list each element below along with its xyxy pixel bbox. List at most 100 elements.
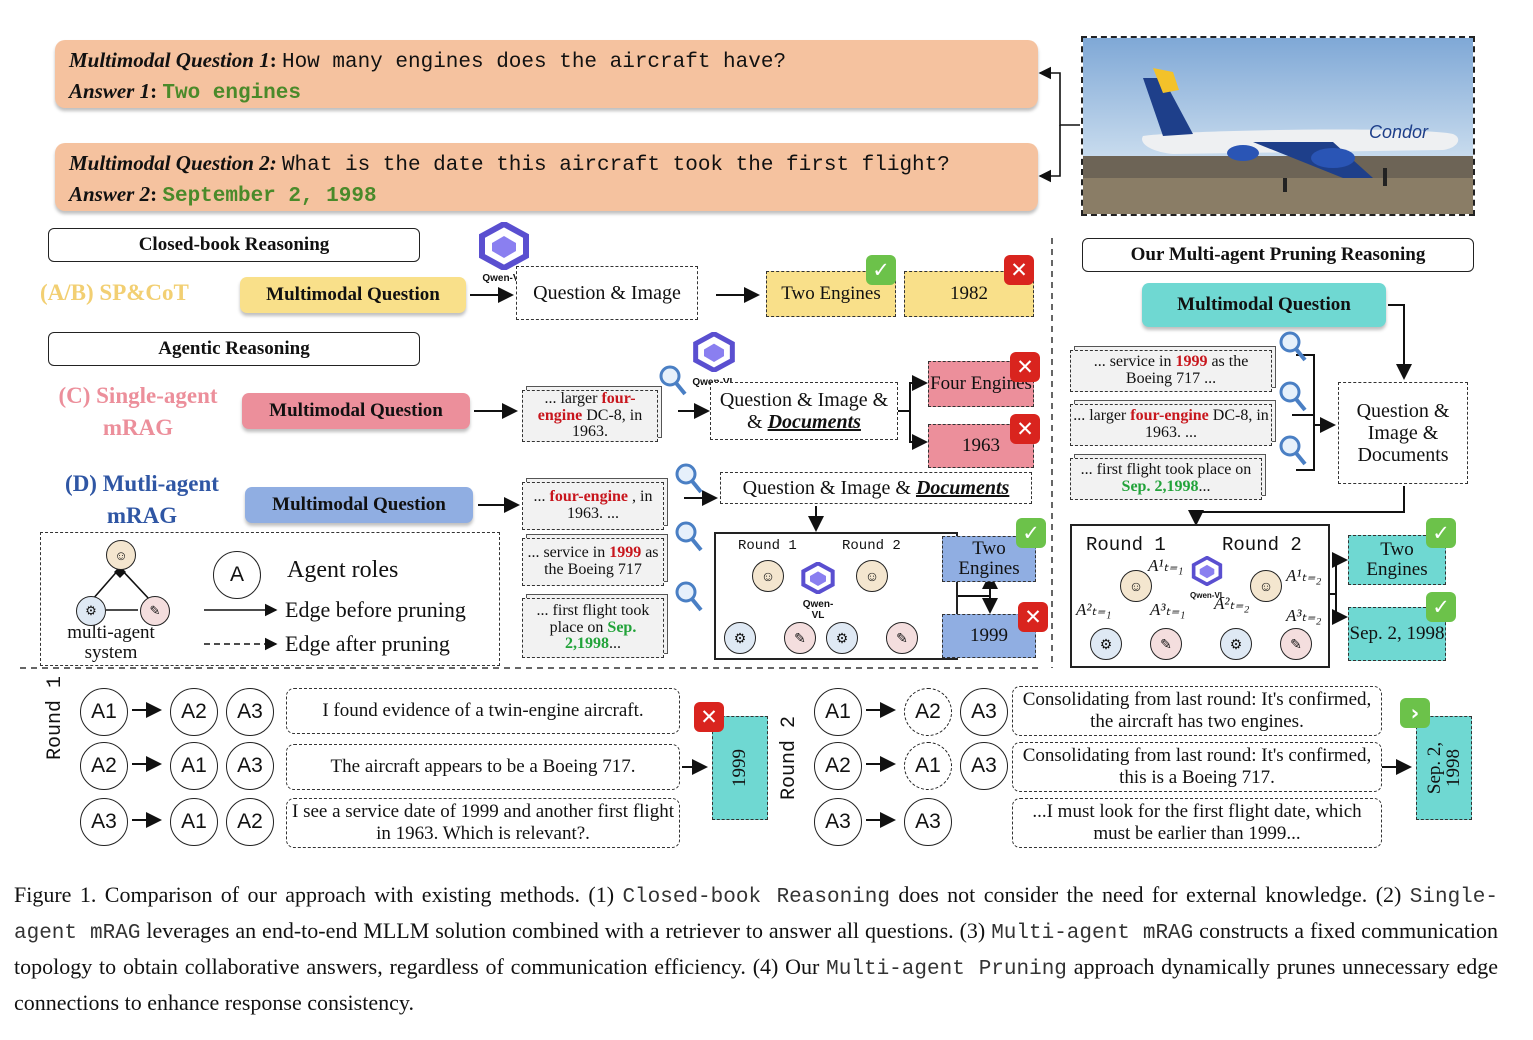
caption-method: Single-agent mRAG <box>14 886 1498 945</box>
ours-round-2-label: Round 2 <box>1222 534 1302 556</box>
cross-icon: ✕ <box>1010 414 1040 444</box>
round-1-row-2-dst: A1 <box>170 742 218 790</box>
ours-a1-t2: A¹ₜ₌₂ <box>1286 566 1322 585</box>
question-2-banner: Multimodal Question 2: What is the date … <box>55 143 1038 211</box>
ours-header: Our Multi-agent Pruning Reasoning <box>1082 238 1474 272</box>
input-documents: Documents <box>915 477 1010 499</box>
magnifier-icon <box>1278 330 1308 369</box>
agent-book-icon: ✎ <box>1150 628 1182 660</box>
doc-highlight: Sep. 2,1998 <box>1121 478 1199 495</box>
question-1-label: Multimodal Question 1 <box>69 48 270 72</box>
caption-text: Figure 1. Comparison of our approach wit… <box>14 882 623 907</box>
qwen-logo-icon: Qwen-VL <box>476 220 532 286</box>
legend-agent-roles: Agent roles <box>287 557 399 583</box>
doc-text: as the Boeing 717 ... <box>1125 353 1249 387</box>
caption-method: Closed-book Reasoning <box>622 886 891 909</box>
round-2-row-3-text: ...I must look for the first flight date… <box>1012 798 1382 848</box>
round-1-row-1-src: A1 <box>80 688 128 736</box>
doc-text: ... larger <box>1073 407 1131 425</box>
cross-icon: ✕ <box>694 702 724 732</box>
round-1-row-3-text: I see a service date of 1999 and another… <box>286 798 680 848</box>
round-1-result-text: 1999 <box>729 749 751 787</box>
caption-text: approach dynamically prunes unnecessary … <box>14 954 1498 1015</box>
qwen-logo-label: Qwen-VL <box>802 599 834 621</box>
multi-agent-output-1: Two Engines <box>942 536 1036 582</box>
closed-book-output-1: Two Engines <box>766 271 896 317</box>
doc-highlight: Sep. 2,1998 <box>565 618 637 653</box>
qwen-logo-icon: Qwen-VL <box>1190 555 1225 600</box>
check-icon: ✓ <box>1426 592 1456 622</box>
ours-document-1: ... service in 1999 as the Boeing 717 ..… <box>1070 350 1272 392</box>
round-1-row-1-dst: A2 <box>170 688 218 736</box>
chevron-right-icon: › <box>1400 698 1430 728</box>
aircraft-image: Condor <box>1083 38 1473 214</box>
doc-text: DC-8, in 1963. <box>572 406 643 441</box>
check-icon: ✓ <box>1426 518 1456 548</box>
doc-highlight: 1999 <box>1175 353 1208 371</box>
doc-text: ... first flight took place on <box>536 601 650 636</box>
doc-highlight: four-engine <box>549 488 629 506</box>
legend-system-label: multi-agent system <box>67 622 155 663</box>
closed-book-header: Closed-book Reasoning <box>48 228 420 262</box>
multi-agent-method-label: (D) Mutli-agent mRAG <box>65 471 219 528</box>
round-2-row-1-dst-pruned: A2 <box>904 688 952 736</box>
magnifier-icon <box>674 580 704 619</box>
agent-robot-icon: ⚙ <box>826 622 858 654</box>
round-1-row-3-dst: A1 <box>170 798 218 846</box>
agent-person-icon: ☺ <box>106 540 136 570</box>
magnifier-icon <box>1278 434 1308 473</box>
round-2-vertical-label: Round 2 <box>778 715 801 800</box>
round-1-row-3-dst: A2 <box>226 798 274 846</box>
closed-book-question: Multimodal Question <box>240 277 466 313</box>
question-2-text: What is the date this aircraft took the … <box>281 154 950 177</box>
answer-1-label: Answer 1 <box>69 79 151 103</box>
legend-box: multi-agent system A Agent roles Edge be… <box>40 532 500 666</box>
agent-book-icon: ✎ <box>1280 628 1312 660</box>
round-2-result: Sep. 2, 1998 <box>1416 716 1472 820</box>
ours-a2-t1: A²ₜ₌₁ <box>1076 600 1112 619</box>
multi-agent-document-3: ... first flight took place on Sep. 2,19… <box>522 598 664 658</box>
single-agent-question: Multimodal Question <box>242 393 470 429</box>
round-2-row-2-src: A2 <box>814 742 862 790</box>
doc-text: ... service in <box>527 544 610 562</box>
round-2-label: Round 2 <box>842 538 901 554</box>
cross-icon: ✕ <box>1004 255 1034 285</box>
round-1-row-2-src: A2 <box>80 742 128 790</box>
agent-book-icon: ✎ <box>784 622 816 654</box>
multi-agent-document-2: ... service in 1999 as the Boeing 717 <box>522 538 664 586</box>
doc-text: DC-8, in 1963. ... <box>1145 407 1269 441</box>
single-agent-input: Question & Image & & Documents <box>710 382 898 440</box>
figure-caption: Figure 1. Comparison of our approach wit… <box>14 878 1498 1019</box>
round-1-row-2-text: The aircraft appears to be a Boeing 717. <box>286 744 680 790</box>
multi-agent-document-1: ... four-engine , in 1963. ... <box>522 482 664 530</box>
qwen-logo-icon: Qwen-VL <box>690 330 738 388</box>
closed-book-input: Question & Image <box>516 266 698 320</box>
ours-a2-t2: A²ₜ₌₂ <box>1214 594 1250 613</box>
doc-highlight: 1999 <box>609 544 642 562</box>
doc-text: , in 1963. ... <box>567 488 653 522</box>
doc-text: ... <box>533 488 550 506</box>
question-1-text: How many engines does the aircraft have? <box>281 51 787 74</box>
round-2-row-1-src: A1 <box>814 688 862 736</box>
agentic-header: Agentic Reasoning <box>48 332 420 366</box>
caption-text: leverages an end-to-end MLLM solution co… <box>140 918 992 943</box>
round-1-label: Round 1 <box>738 538 797 554</box>
caption-method: Multi-agent mRAG <box>991 922 1194 945</box>
check-icon: ✓ <box>866 255 896 285</box>
qwen-logo-icon: Qwen-VL <box>798 561 838 621</box>
round-2-row-3-src: A3 <box>814 798 862 846</box>
round-1-row-1-text: I found evidence of a twin-engine aircra… <box>286 688 680 734</box>
ours-document-2: ... larger four-engine DC-8, in 1963. ..… <box>1070 404 1272 446</box>
round-2-row-2-dst: A3 <box>960 742 1008 790</box>
round-2-row-1-text: Consolidating from last round: It's conf… <box>1012 686 1382 736</box>
ours-document-3: ... first flight took place on Sep. 2,19… <box>1070 458 1262 500</box>
magnifier-icon <box>674 462 704 501</box>
magnifier-icon <box>674 520 704 559</box>
agent-robot-icon: ⚙ <box>1090 628 1122 660</box>
cross-icon: ✕ <box>1018 602 1048 632</box>
agent-person-icon: ☺ <box>856 560 888 592</box>
doc-text: ... <box>1198 478 1211 495</box>
magnifier-icon <box>1278 380 1308 419</box>
round-1-row-2-dst: A3 <box>226 742 274 790</box>
round-1-row-3-src: A3 <box>80 798 128 846</box>
